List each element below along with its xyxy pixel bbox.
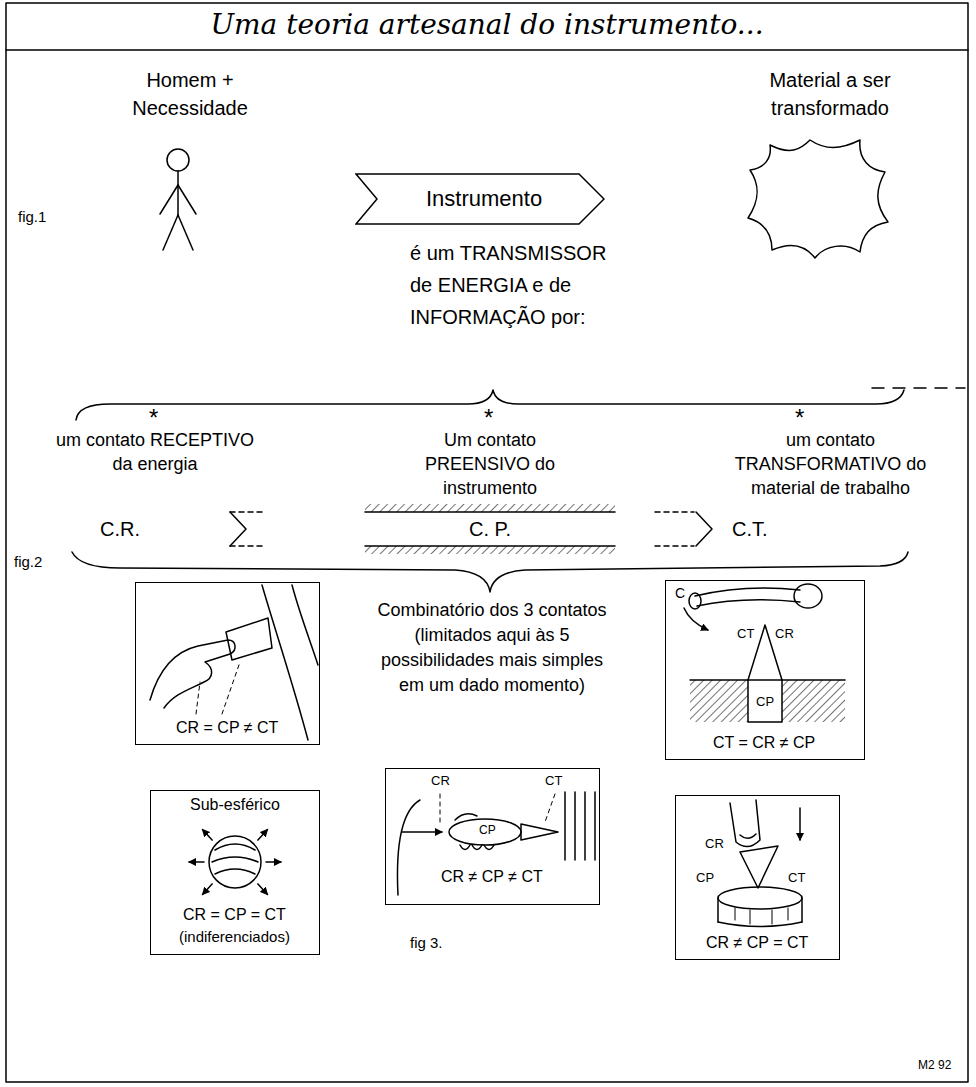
node-text: CT [787,871,806,886]
figure-number: fig.1 [18,208,46,226]
asterisk: * [795,404,804,433]
sub-spherical-illustration [189,830,281,895]
node-text: CP [478,824,497,838]
asterisk: * [484,404,493,433]
contact-description: um contato RECEPTIVO da energia [55,428,255,476]
signature: M2 92 [918,1058,951,1072]
node-text: CT [736,627,755,642]
node-text: CT [544,774,563,789]
combination-note: Combinatório dos 3 contatos (limitados a… [377,598,607,698]
node-text: CR ≠ CP ≠ CT [441,868,543,886]
contact-abbreviation: C.T. [732,517,768,541]
contact-abbreviation: C. P. [450,517,530,541]
figure-box: CR CT CP CR ≠ CP ≠ CT [385,768,600,905]
chevron-shape [356,174,604,224]
contact-description: um contato TRANSFORMATIVO do material de… [718,428,943,500]
node-text: CR [430,774,451,789]
cutting-illustration [397,792,595,895]
instrument-arrow: Instrumento [355,173,605,225]
node-text: CR [774,627,795,642]
page-frame [6,3,968,1082]
node-text: CP [695,871,715,886]
scraper-illustration [150,585,318,740]
figure-number: fig 3. [410,934,443,952]
node-text: CR = CP ≠ CT [176,719,278,737]
title-rule [6,49,968,51]
actor-label: Homem + Necessidade [95,66,285,122]
node-text: CR ≠ CP = CT [706,934,808,952]
transformative-contact-symbol [655,512,712,546]
stick-figure [160,149,196,250]
node-text: (indiferenciados) [179,928,290,945]
node-text: CT = CR ≠ CP [713,734,815,752]
brace [72,552,908,592]
figure-number: fig.2 [14,553,42,571]
figure-box: CR CP CT CR ≠ CP = CT [675,795,840,960]
node-text: CP [755,695,775,710]
dashed-extension [872,387,965,389]
node-text: Sub-esférico [190,796,280,814]
node-text: CR = CP = CT [183,906,286,924]
leather-hide [748,140,888,258]
receptive-contact-symbol [230,512,262,546]
asterisk: * [149,404,158,433]
contact-abbreviation: C.R. [100,517,140,541]
figure-box: Sub-esférico CR = CP = CT (indiferenciados… [150,790,320,955]
material-label: Material a ser transformado [735,66,925,122]
figure-box: CR = CP ≠ CT [135,582,320,745]
definition-text: é um TRANSMISSOR de ENERGIA e de INFORMA… [410,237,615,333]
figure-box: C CT CR CP CT = CR ≠ CP [665,580,865,760]
node-text: Instrumento [426,186,542,211]
percussion-illustration [684,584,845,722]
diagram-title: Uma teoria artesanal do instrumento... [6,8,968,41]
prehensive-contact-symbol [365,504,615,554]
contact-description: Um contato PREENSIVO do instrumento [390,428,590,500]
node-text: C [674,585,686,601]
node-text: CR [704,837,725,852]
pressure-illustration [718,800,802,927]
